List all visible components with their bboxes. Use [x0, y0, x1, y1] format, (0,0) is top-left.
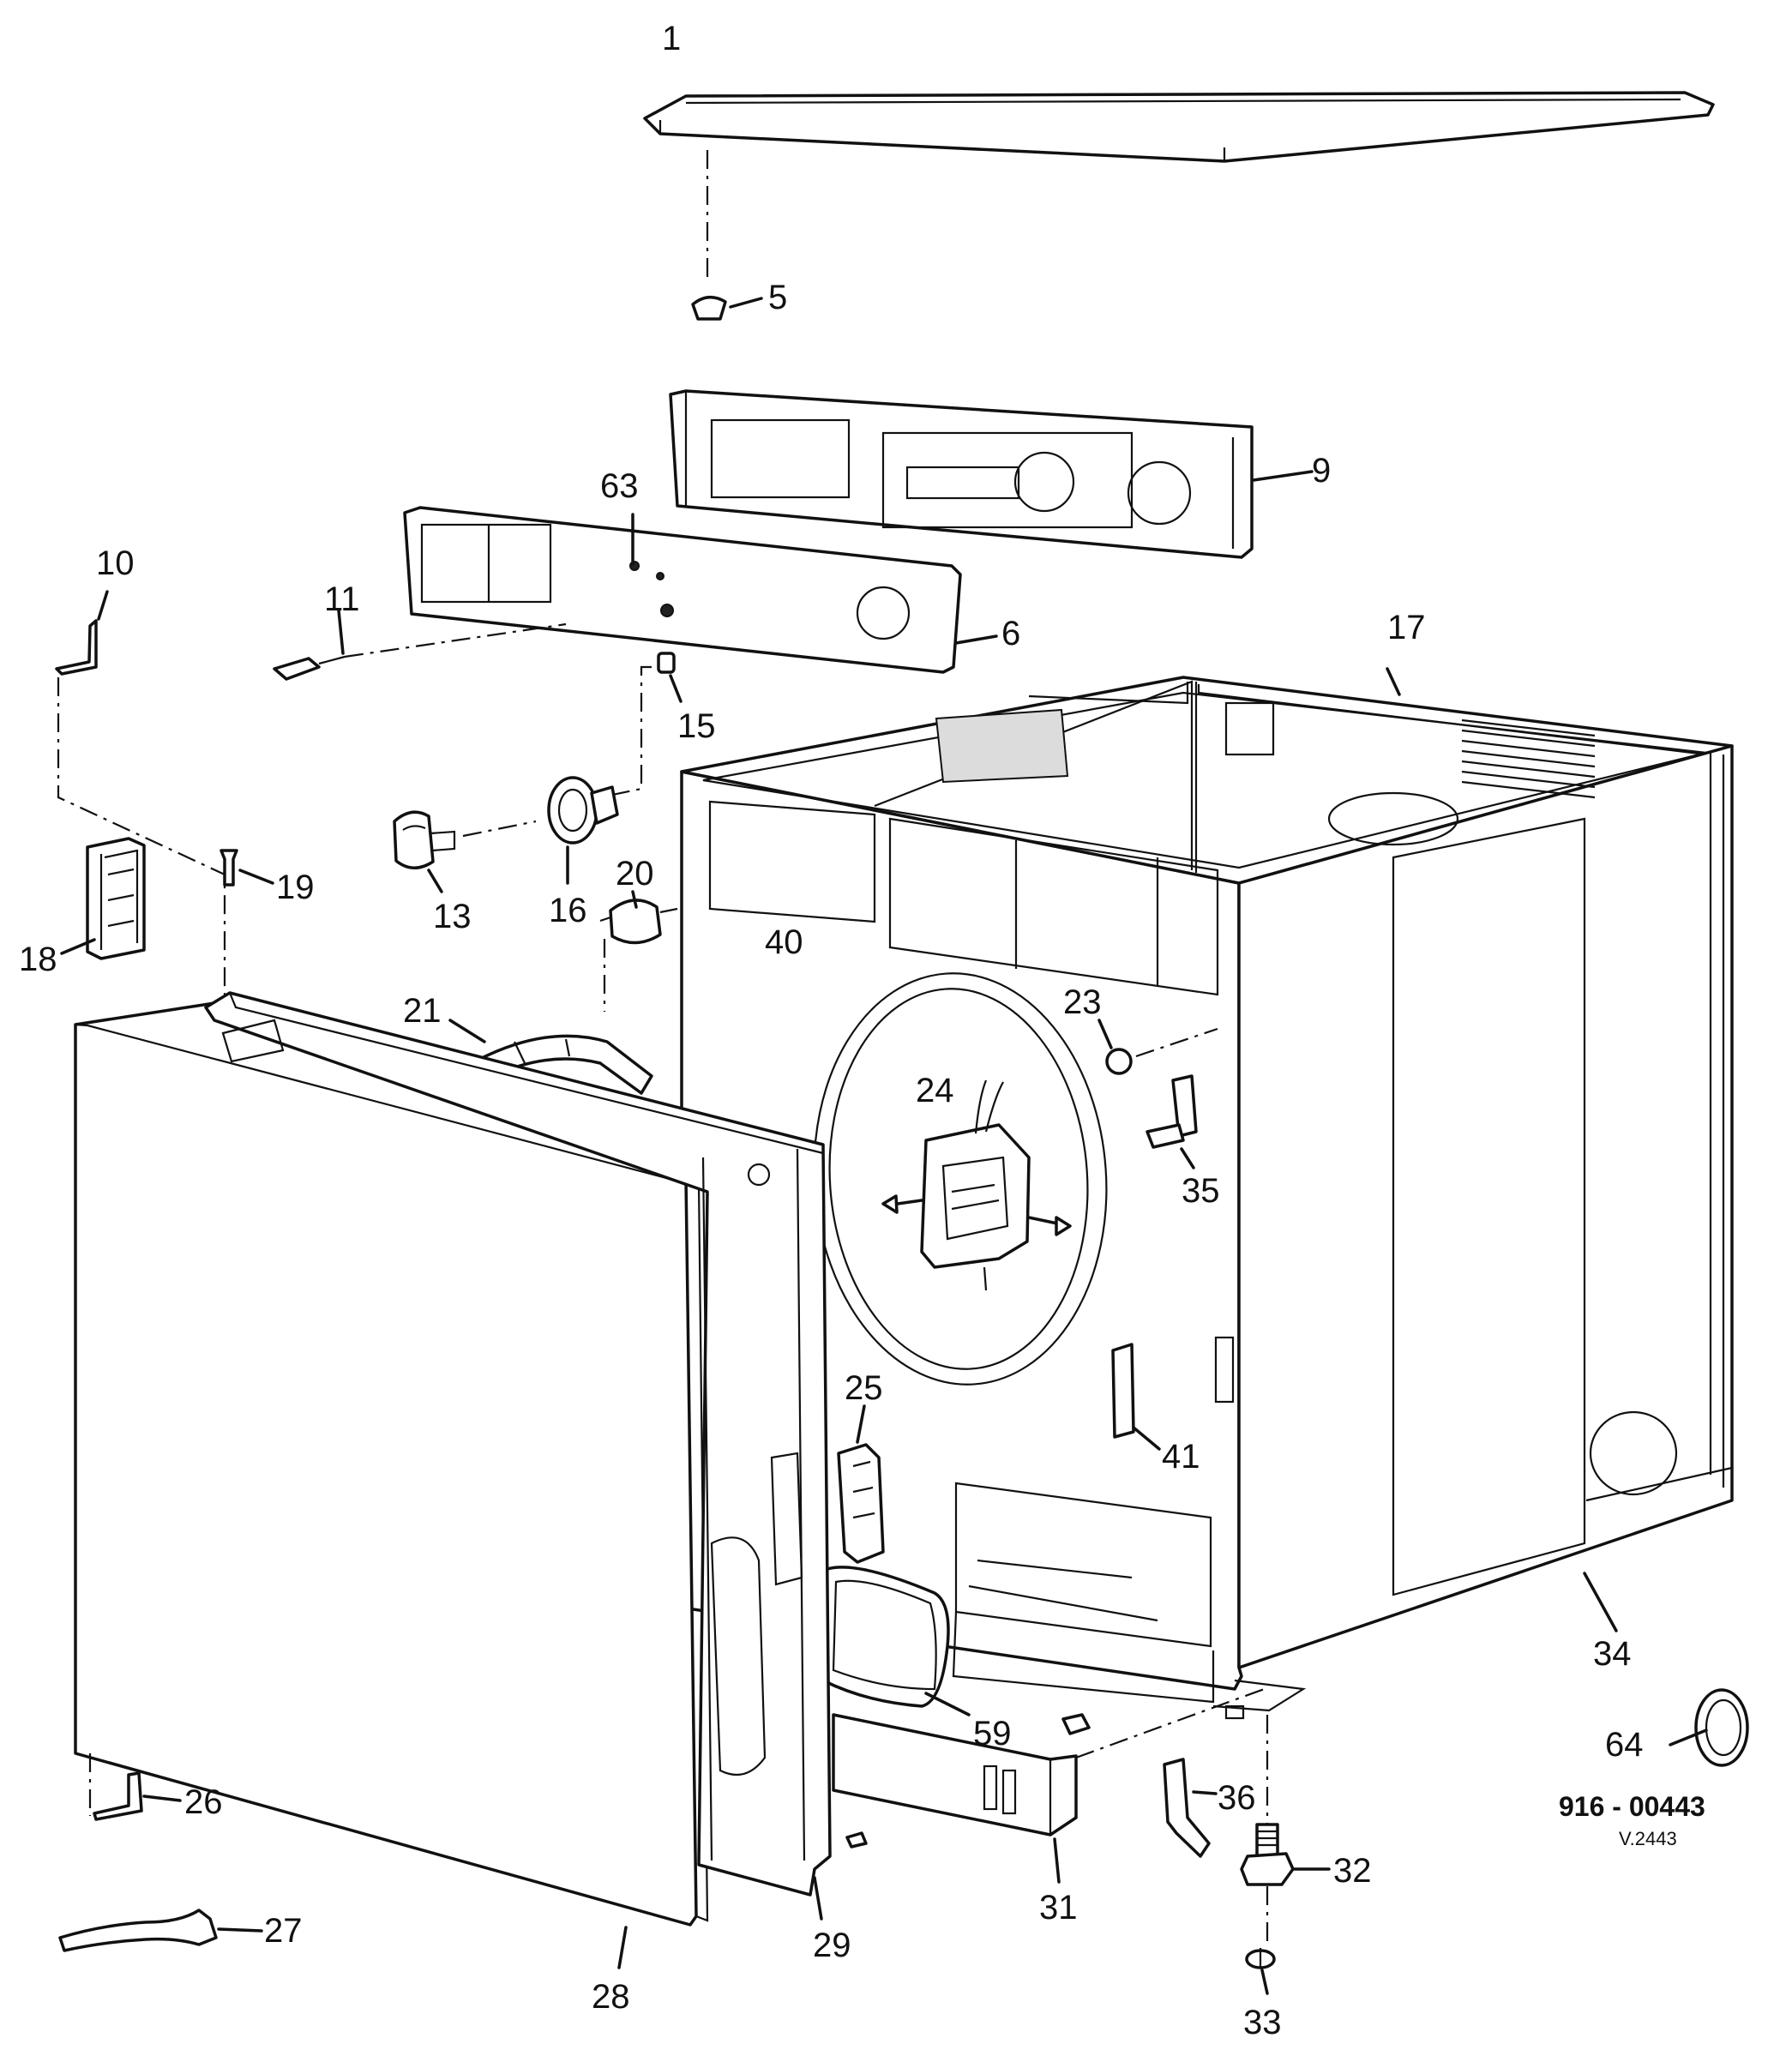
label-part-24: 24 [916, 1072, 954, 1109]
label-part-64: 64 [1605, 1726, 1644, 1764]
part-19-screw [219, 849, 238, 887]
part-9-control-panel-frame [669, 389, 1254, 559]
part-10-bracket [55, 619, 98, 676]
label-part-25: 25 [845, 1369, 883, 1407]
part-23-plug [1105, 1048, 1133, 1075]
part-15-clip [657, 652, 676, 674]
part-35-bracket [1146, 1074, 1198, 1149]
label-part-21: 21 [403, 992, 442, 1030]
label-part-18: 18 [19, 941, 57, 978]
part-36-bracket [1163, 1758, 1211, 1858]
label-part-34: 34 [1593, 1635, 1632, 1673]
label-part-5: 5 [768, 279, 787, 316]
part-64-ring [1694, 1688, 1749, 1767]
label-part-23: 23 [1063, 983, 1102, 1021]
screw [1061, 1713, 1091, 1735]
version-label: V.2443 [1619, 1828, 1677, 1849]
label-part-63: 63 [600, 467, 639, 505]
part-20-door-lock-switch [599, 899, 678, 945]
part-41-bracket [1111, 1343, 1135, 1439]
part-18-door-hinge [86, 837, 146, 960]
label-part-27: 27 [264, 1912, 303, 1950]
label-part-26: 26 [184, 1783, 223, 1821]
label-part-11: 11 [324, 580, 360, 618]
part-16-potentiometer [547, 776, 619, 845]
part-25-hinge-mount [837, 1443, 885, 1564]
label-part-6: 6 [1001, 615, 1020, 652]
part-1-top-cover [643, 91, 1715, 163]
part-24-door-lock-mechanism [881, 1079, 1072, 1291]
drawing-number: 916 - 00443 [1559, 1791, 1705, 1822]
part-6-control-panel-fascia [403, 506, 962, 674]
rear-vent-grille [1461, 718, 1596, 799]
label-part-31: 31 [1039, 1889, 1078, 1927]
label-part-40: 40 [765, 923, 803, 961]
part-11-indicator-lamp [273, 655, 346, 681]
part-31-plinth [832, 1713, 1078, 1837]
part-27-hose [58, 1909, 218, 1952]
part-21-door-seal-clamp [478, 1034, 653, 1095]
label-part-16: 16 [549, 892, 587, 929]
part-32-adjustable-foot [1240, 1823, 1295, 1886]
label-part-20: 20 [616, 855, 654, 893]
label-part-28: 28 [592, 1978, 630, 2016]
part-33-foot-pad [1245, 1948, 1276, 1969]
label-part-9: 9 [1312, 452, 1331, 490]
label-part-41: 41 [1162, 1438, 1200, 1476]
part-13-control-knob [393, 810, 456, 869]
label-part-36: 36 [1218, 1779, 1256, 1817]
filter-pad [935, 708, 1069, 784]
label-part-59: 59 [973, 1715, 1012, 1752]
label-part-32: 32 [1333, 1852, 1372, 1890]
screw [845, 1831, 868, 1849]
label-part-29: 29 [813, 1927, 851, 1964]
label-part-19: 19 [276, 869, 315, 906]
label-part-10: 10 [96, 544, 135, 582]
label-part-1: 1 [662, 20, 681, 57]
label-part-13: 13 [433, 898, 472, 935]
label-part-15: 15 [677, 707, 716, 745]
part-26-hinge-pin [93, 1771, 143, 1821]
part-29-door-inner-frame [204, 991, 832, 1897]
label-part-17: 17 [1387, 609, 1426, 646]
label-part-33: 33 [1243, 2004, 1282, 2041]
part-5-clip [691, 296, 727, 321]
label-part-35: 35 [1182, 1172, 1220, 1210]
